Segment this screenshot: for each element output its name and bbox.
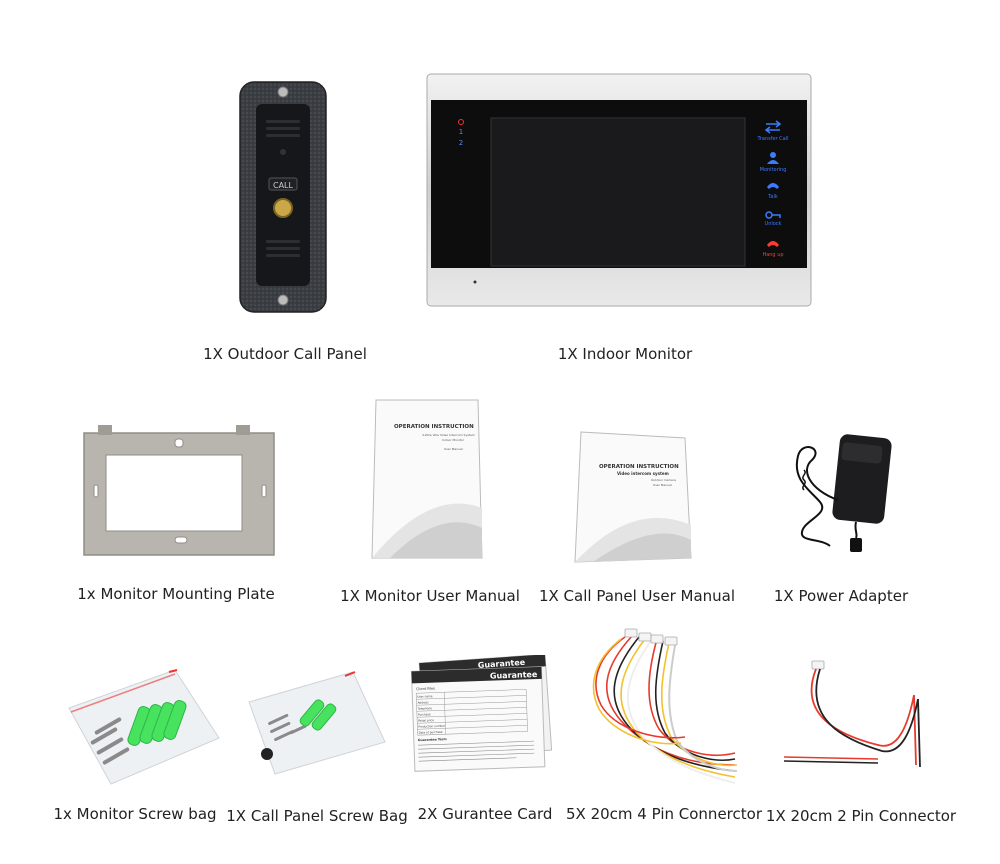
label-four-pin-connector: 5X 20cm 4 Pin Connerctor (566, 805, 762, 823)
label-indoor-monitor: 1X Indoor Monitor (557, 345, 693, 363)
guarantee-title-back: Guarantee (478, 658, 526, 670)
guarantee-row-6: Date of purchase (419, 730, 443, 735)
btn-unlock: Unlock (765, 221, 782, 227)
talk-icon (767, 183, 779, 189)
outdoor-call-panel: CALL (238, 80, 328, 314)
panel-manual-title: OPERATION INSTRUCTION (599, 464, 679, 470)
power-adapter (790, 430, 900, 560)
label-mounting-plate: 1x Monitor Mounting Plate (77, 585, 275, 603)
monitor-user-manual: OPERATION INSTRUCTION 4-Wire Villa Video… (370, 398, 485, 563)
call-button-text: CALL (273, 181, 294, 190)
monitor-screw-bag (65, 668, 225, 788)
guarantee-row-5: Production number (418, 724, 446, 729)
led-label-2: 2 (459, 139, 463, 147)
four-pin-connector (585, 625, 745, 790)
unlock-icon (765, 211, 781, 219)
monitor-manual-title: OPERATION INSTRUCTION (394, 424, 474, 430)
guarantee-row-4: Retail price (418, 718, 434, 723)
call-panel-screw-bag (245, 668, 390, 778)
btn-hang-up: Hang up (762, 252, 783, 258)
monitor-manual-sub2: Indoor Monitor (442, 438, 465, 442)
btn-transfer-call: Transfer Call (756, 136, 788, 142)
mounting-plate (80, 425, 280, 560)
label-monitor-screw-bag: 1x Monitor Screw bag (53, 805, 217, 823)
indoor-monitor: 1 2 Transfer Call Monitoring Talk Unlock… (425, 72, 815, 312)
two-pin-connector (778, 655, 928, 775)
guarantee-row-3: Purchase (418, 712, 431, 716)
label-guarantee-card: 2X Gurantee Card (417, 805, 553, 823)
monitoring-icon (767, 152, 779, 164)
label-two-pin-connector: 1X 20cm 2 Pin Connector (765, 807, 957, 825)
label-call-panel-user-manual: 1X Call Panel User Manual (538, 587, 736, 605)
hang-up-icon (767, 241, 779, 247)
panel-manual-sub2: Outdoor Camera (651, 478, 676, 482)
monitor-manual-subtitle: 4-Wire Villa Video Intercom System (422, 433, 475, 437)
btn-talk: Talk (767, 194, 778, 200)
label-power-adapter: 1X Power Adapter (773, 587, 909, 605)
panel-manual-subtitle: Video intercom system (617, 471, 669, 476)
transfer-call-icon (764, 120, 782, 134)
guarantee-title: Guarantee (490, 670, 538, 681)
btn-monitoring: Monitoring (760, 167, 787, 173)
guarantee-terms-title: Guarantee Term (418, 737, 448, 742)
guarantee-card: Guarantee Guarantee Client Files User na… (405, 655, 555, 775)
guarantee-row-0: User name (417, 694, 433, 699)
guarantee-row-1: Address (417, 700, 429, 704)
label-call-panel-screw-bag: 1X Call Panel Screw Bag (226, 807, 408, 825)
panel-manual-sub3: User Manual (653, 483, 672, 487)
monitor-manual-sub3: User Manual (444, 447, 463, 451)
guarantee-row-2: Telephone (417, 706, 433, 711)
guarantee-section-title: Client Files (416, 687, 435, 692)
label-monitor-user-manual: 1X Monitor User Manual (340, 587, 520, 605)
led-label-1: 1 (459, 128, 463, 136)
label-outdoor-call-panel: 1X Outdoor Call Panel (203, 345, 367, 363)
call-panel-user-manual: OPERATION INSTRUCTION Video intercom sys… (573, 430, 693, 565)
